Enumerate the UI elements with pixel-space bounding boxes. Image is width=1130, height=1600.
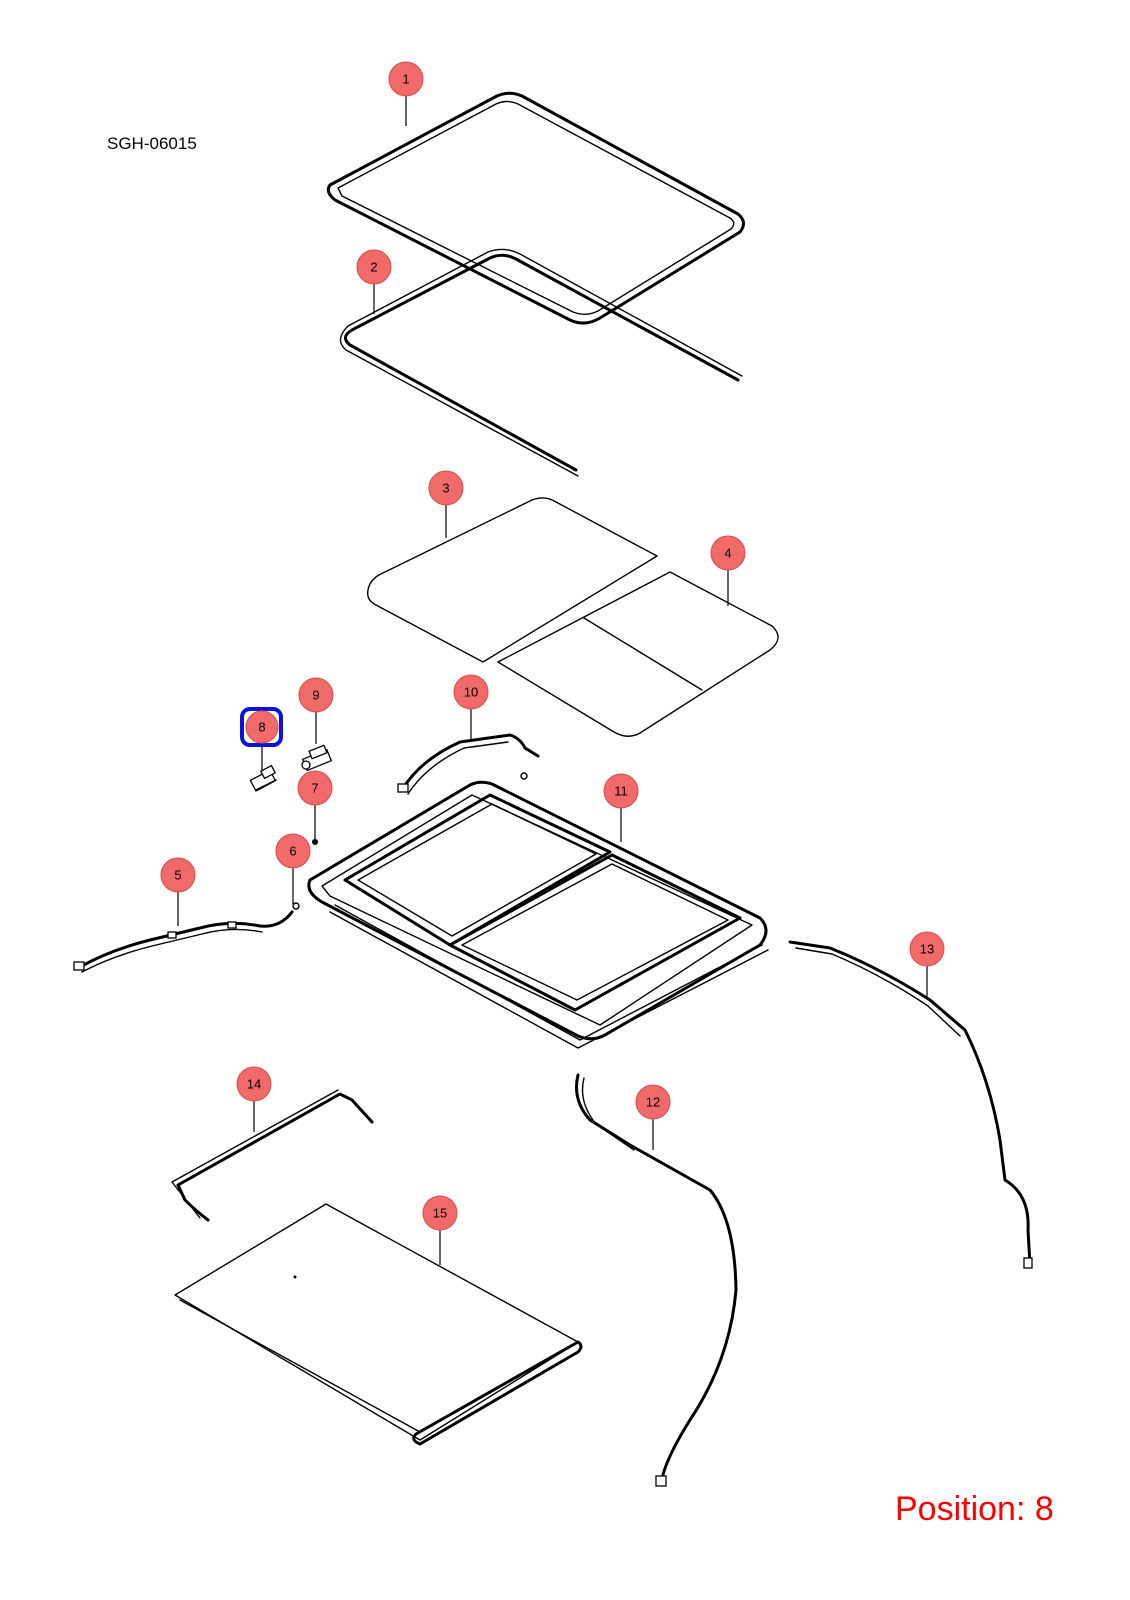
callout-12-circle (635, 1084, 671, 1120)
callout-15[interactable]: 15 (422, 1195, 458, 1231)
position-value: 8 (1034, 1490, 1054, 1528)
callout-6-circle (275, 833, 311, 869)
callout-9[interactable]: 9 (298, 677, 334, 713)
part-12-drain-hose (575, 1073, 738, 1487)
part-11-frame-assembly (307, 780, 769, 1049)
callout-15-label: 15 (433, 1206, 447, 1221)
part-3-front-glass (366, 497, 658, 663)
callout-10[interactable]: 10 (453, 674, 489, 710)
callout-15-circle (422, 1195, 458, 1231)
selected-callout-outline (240, 707, 283, 747)
callout-4[interactable]: 4 (710, 535, 746, 571)
leader-lines (177, 96, 928, 1265)
callout-7-label: 7 (311, 781, 318, 796)
part-6-grommet (292, 902, 300, 910)
part-14-sunshade-rail (171, 1089, 374, 1222)
callout-2-label: 2 (370, 260, 377, 275)
callout-14[interactable]: 14 (236, 1066, 272, 1102)
callout-14-circle (236, 1066, 272, 1102)
callout-9-label: 9 (312, 688, 319, 703)
callout-12[interactable]: 12 (635, 1084, 671, 1120)
part-4-rear-glass (497, 571, 779, 737)
callout-11-label: 11 (614, 784, 628, 799)
callout-2-circle (356, 249, 392, 285)
callout-8-circle (245, 710, 279, 744)
callout-13[interactable]: 13 (909, 931, 945, 967)
part-15-sunshade (174, 1203, 583, 1446)
callout-13-label: 13 (920, 942, 934, 957)
callout-7[interactable]: 7 (297, 770, 333, 806)
callout-10-label: 10 (464, 685, 478, 700)
callout-1[interactable]: 1 (388, 61, 424, 97)
callout-3[interactable]: 3 (428, 470, 464, 506)
part-1-outer-seal (326, 91, 745, 325)
callout-8[interactable]: 8 (240, 707, 283, 747)
callout-11-circle (603, 773, 639, 809)
callout-5[interactable]: 5 (160, 857, 196, 893)
callout-3-label: 3 (442, 481, 449, 496)
callout-6-label: 6 (289, 844, 296, 859)
callout-12-label: 12 (646, 1095, 660, 1110)
callout-5-circle (160, 857, 196, 893)
position-prefix: Position: (895, 1490, 1026, 1528)
callout-14-label: 14 (247, 1077, 261, 1092)
callout-4-circle (710, 535, 746, 571)
callout-1-label: 1 (402, 72, 409, 87)
part-8-bracket (249, 764, 277, 792)
callout-11[interactable]: 11 (603, 773, 639, 809)
callout-7-circle (297, 770, 333, 806)
callout-1-circle (388, 61, 424, 97)
part-7-screw (312, 839, 318, 845)
part-2-weatherstrip (339, 248, 743, 477)
part-5-drain-hose (73, 910, 294, 973)
callout-9-circle (298, 677, 334, 713)
callout-4-label: 4 (724, 546, 731, 561)
callout-5-label: 5 (174, 868, 181, 883)
callout-3-circle (428, 470, 464, 506)
callout-8-label: 8 (258, 720, 265, 735)
document-code: SGH-06015 (107, 134, 197, 153)
part-9-motor (301, 744, 333, 772)
position-indicator: Position: 8 (895, 1490, 1054, 1529)
callout-6[interactable]: 6 (275, 833, 311, 869)
callout-13-circle (909, 931, 945, 967)
callout-2[interactable]: 2 (356, 249, 392, 285)
part-10-drain-hose (397, 733, 540, 795)
part-13-drain-hose (788, 940, 1033, 1269)
callout-10-circle (453, 674, 489, 710)
